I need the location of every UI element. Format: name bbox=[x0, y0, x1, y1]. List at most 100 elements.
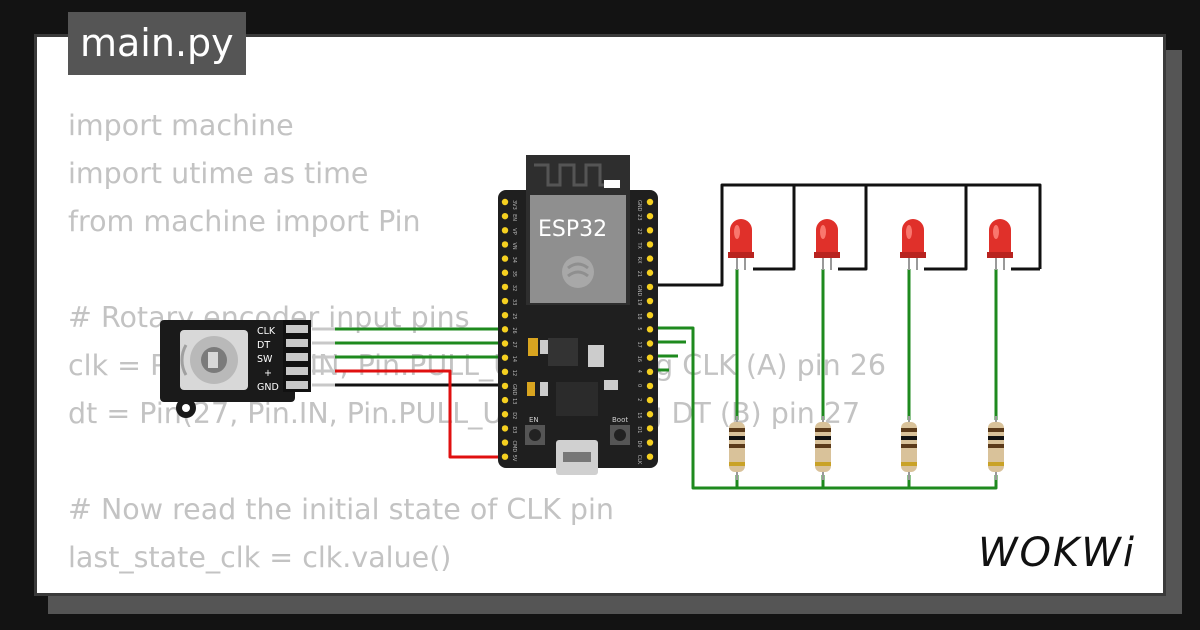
esp32-pin-3v3[interactable] bbox=[501, 198, 509, 206]
esp32-pin-5v[interactable] bbox=[501, 453, 509, 460]
esp32-pin-21[interactable] bbox=[646, 269, 654, 276]
esp32-pin-5[interactable] bbox=[646, 326, 654, 333]
esp32-pin-15[interactable] bbox=[646, 411, 654, 418]
esp32-pin-label: 4 bbox=[636, 370, 642, 373]
esp32-pin-en[interactable] bbox=[501, 212, 509, 220]
resistor-band bbox=[729, 428, 745, 432]
esp32-pin-33[interactable] bbox=[501, 297, 509, 305]
esp32-pin-label: TX bbox=[636, 241, 642, 249]
esp32-pin-label: 32 bbox=[511, 285, 517, 291]
esp32-pin-d3[interactable] bbox=[501, 425, 509, 432]
smd-component bbox=[540, 340, 548, 354]
esp32-pin-d2[interactable] bbox=[501, 411, 509, 418]
esp32-pin-27[interactable] bbox=[501, 340, 509, 347]
esp32-pin-25[interactable] bbox=[501, 312, 509, 319]
esp32-pin-19[interactable] bbox=[646, 297, 654, 305]
encoder-pin-label: SW bbox=[257, 354, 273, 365]
resistor-3[interactable] bbox=[901, 416, 917, 480]
resistor-band bbox=[729, 462, 745, 466]
esp32-pin-label: 13 bbox=[511, 398, 517, 404]
esp32-pin-18[interactable] bbox=[646, 312, 654, 319]
esp32-pin-label: 34 bbox=[511, 257, 517, 263]
esp32-pin-0[interactable] bbox=[646, 382, 654, 390]
esp32-pin-label: 19 bbox=[636, 299, 642, 305]
esp32-pin-label: 2 bbox=[636, 398, 642, 401]
esp32-pin-17[interactable] bbox=[646, 340, 654, 347]
code-line: last_state_clk = clk.value() bbox=[68, 541, 452, 574]
resistor-band bbox=[988, 462, 1004, 466]
esp32-pin-22[interactable] bbox=[646, 227, 654, 234]
rotary-encoder[interactable]: CLK DT SW + GND bbox=[160, 320, 311, 418]
esp32-board[interactable]: ESP32 EN Boot 3V3ENVPVN34353233252627141… bbox=[498, 155, 658, 475]
led-3[interactable] bbox=[900, 219, 926, 270]
esp32-pin-tx[interactable] bbox=[646, 241, 654, 248]
esp32-pin-26[interactable] bbox=[501, 326, 509, 333]
resistor-1[interactable] bbox=[729, 416, 745, 480]
esp32-pin-label: EN bbox=[511, 214, 517, 221]
esp32-pin-rx[interactable] bbox=[646, 255, 654, 262]
esp32-pin-2[interactable] bbox=[646, 396, 654, 404]
encoder-pin-label: CLK bbox=[257, 326, 276, 337]
smd-component bbox=[604, 380, 618, 390]
esp32-pin-35[interactable] bbox=[501, 269, 509, 276]
led-body bbox=[816, 219, 838, 257]
esp32-pin-gnd[interactable] bbox=[646, 198, 654, 206]
esp32-pin-label: 35 bbox=[511, 271, 517, 277]
esp32-pin-label: 14 bbox=[511, 356, 517, 362]
usb-uart-chip bbox=[556, 382, 598, 416]
encoder-pin-label: GND bbox=[257, 382, 279, 393]
esp32-pin-34[interactable] bbox=[501, 255, 509, 262]
resistor-band bbox=[901, 436, 917, 440]
wires bbox=[312, 183, 1042, 490]
led-rim bbox=[814, 252, 840, 258]
esp32-pin-label: CMD bbox=[511, 441, 517, 453]
encoder-pin-label: DT bbox=[257, 340, 270, 351]
file-name-tab[interactable]: main.py bbox=[68, 12, 246, 75]
esp32-pin-vp[interactable] bbox=[501, 227, 509, 234]
esp32-pin-label: 21 bbox=[636, 271, 642, 277]
esp32-pin-label: VP bbox=[511, 228, 517, 234]
esp32-pin-label: D3 bbox=[511, 426, 517, 433]
led-4[interactable] bbox=[987, 219, 1013, 270]
esp32-pin-4[interactable] bbox=[646, 368, 654, 375]
resistor-band bbox=[988, 444, 1004, 448]
esp32-pin-gnd[interactable] bbox=[646, 283, 654, 291]
esp32-pin-label: 3V3 bbox=[511, 200, 517, 210]
smd-component bbox=[540, 382, 548, 396]
esp32-pin-32[interactable] bbox=[501, 283, 509, 291]
esp32-pin-clk[interactable] bbox=[646, 453, 654, 460]
esp32-pin-label: GND bbox=[511, 384, 517, 396]
encoder-shaft-flat bbox=[208, 352, 218, 368]
smd-component bbox=[527, 382, 535, 396]
esp32-pin-12[interactable] bbox=[501, 368, 509, 375]
resistor-2[interactable] bbox=[815, 416, 831, 480]
esp32-pin-13[interactable] bbox=[501, 396, 509, 404]
esp32-pin-cmd[interactable] bbox=[501, 439, 509, 446]
resistor-band bbox=[901, 444, 917, 448]
led-1[interactable] bbox=[728, 219, 754, 270]
esp32-pin-d1[interactable] bbox=[646, 425, 654, 432]
rotate-arrow-icon bbox=[180, 344, 188, 376]
boot-button-label: Boot bbox=[612, 416, 628, 424]
esp32-pin-label: 5 bbox=[636, 327, 642, 330]
led-rim bbox=[900, 252, 926, 258]
esp32-pin-label: GND bbox=[636, 285, 642, 297]
esp32-pin-label: 17 bbox=[636, 342, 642, 348]
esp32-pin-d0[interactable] bbox=[646, 439, 654, 446]
esp32-pin-label: VN bbox=[511, 242, 517, 249]
esp32-pin-label: 18 bbox=[636, 313, 642, 319]
esp32-pin-14[interactable] bbox=[501, 354, 509, 361]
esp32-pin-label: RX bbox=[636, 257, 642, 264]
esp32-label: ESP32 bbox=[538, 217, 607, 242]
esp32-pin-vn[interactable] bbox=[501, 241, 509, 248]
esp32-pin-label: 12 bbox=[511, 370, 517, 376]
esp32-pin-23[interactable] bbox=[646, 212, 654, 220]
led-rim bbox=[728, 252, 754, 258]
esp32-pin-gnd[interactable] bbox=[501, 382, 509, 390]
led-2[interactable] bbox=[814, 219, 840, 270]
esp32-pin-label: 25 bbox=[511, 313, 517, 319]
code-line: # Now read the initial state of CLK pin bbox=[68, 493, 614, 526]
resistor-4[interactable] bbox=[988, 416, 1004, 480]
esp32-pin-16[interactable] bbox=[646, 354, 654, 361]
